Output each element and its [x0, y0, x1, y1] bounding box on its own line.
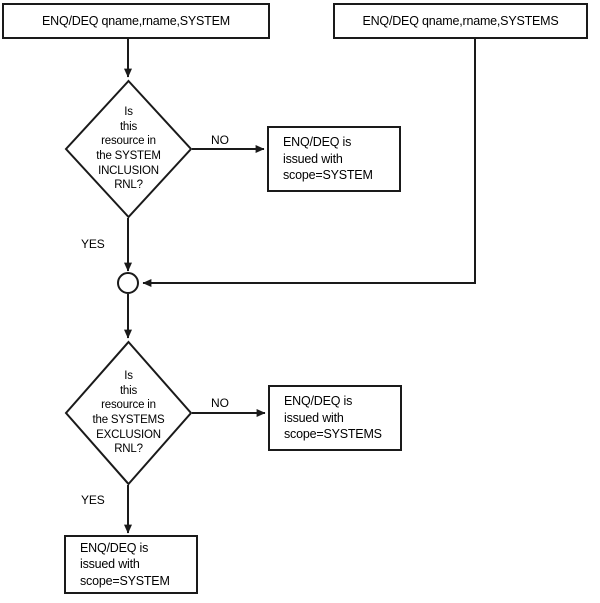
- node-start-right[interactable]: ENQ/DEQ qname,rname,SYSTEMS: [333, 3, 588, 39]
- node-result-no-exclusion[interactable]: ENQ/DEQ is issued with scope=SYSTEMS: [268, 385, 402, 451]
- edge-label-exclusion-yes: YES: [81, 493, 105, 507]
- decision-inclusion-shape: [64, 79, 193, 219]
- node-result-yes-exclusion[interactable]: ENQ/DEQ is issued with scope=SYSTEM: [64, 535, 198, 594]
- node-result-no-inclusion-label: ENQ/DEQ is issued with scope=SYSTEM: [283, 135, 373, 183]
- node-result-yes-exclusion-label: ENQ/DEQ is issued with scope=SYSTEM: [80, 540, 170, 588]
- node-decision-inclusion[interactable]: Is this resource in the SYSTEM INCLUSION…: [64, 79, 193, 219]
- node-start-left-label: ENQ/DEQ qname,rname,SYSTEM: [42, 13, 230, 28]
- edge-label-inclusion-yes: YES: [81, 237, 105, 251]
- edge-label-inclusion-no: NO: [211, 133, 229, 147]
- node-start-left[interactable]: ENQ/DEQ qname,rname,SYSTEM: [2, 3, 270, 39]
- decision-exclusion-shape: [64, 340, 193, 486]
- edge-start-right-to-junction: [142, 39, 476, 287]
- node-decision-exclusion[interactable]: Is this resource in the SYSTEMS EXCLUSIO…: [64, 340, 193, 486]
- node-merge-junction: [117, 272, 139, 294]
- node-start-right-label: ENQ/DEQ qname,rname,SYSTEMS: [362, 13, 559, 28]
- node-result-no-exclusion-label: ENQ/DEQ is issued with scope=SYSTEMS: [284, 394, 382, 442]
- edge-label-exclusion-no: NO: [211, 396, 229, 410]
- node-result-no-inclusion[interactable]: ENQ/DEQ is issued with scope=SYSTEM: [267, 126, 401, 192]
